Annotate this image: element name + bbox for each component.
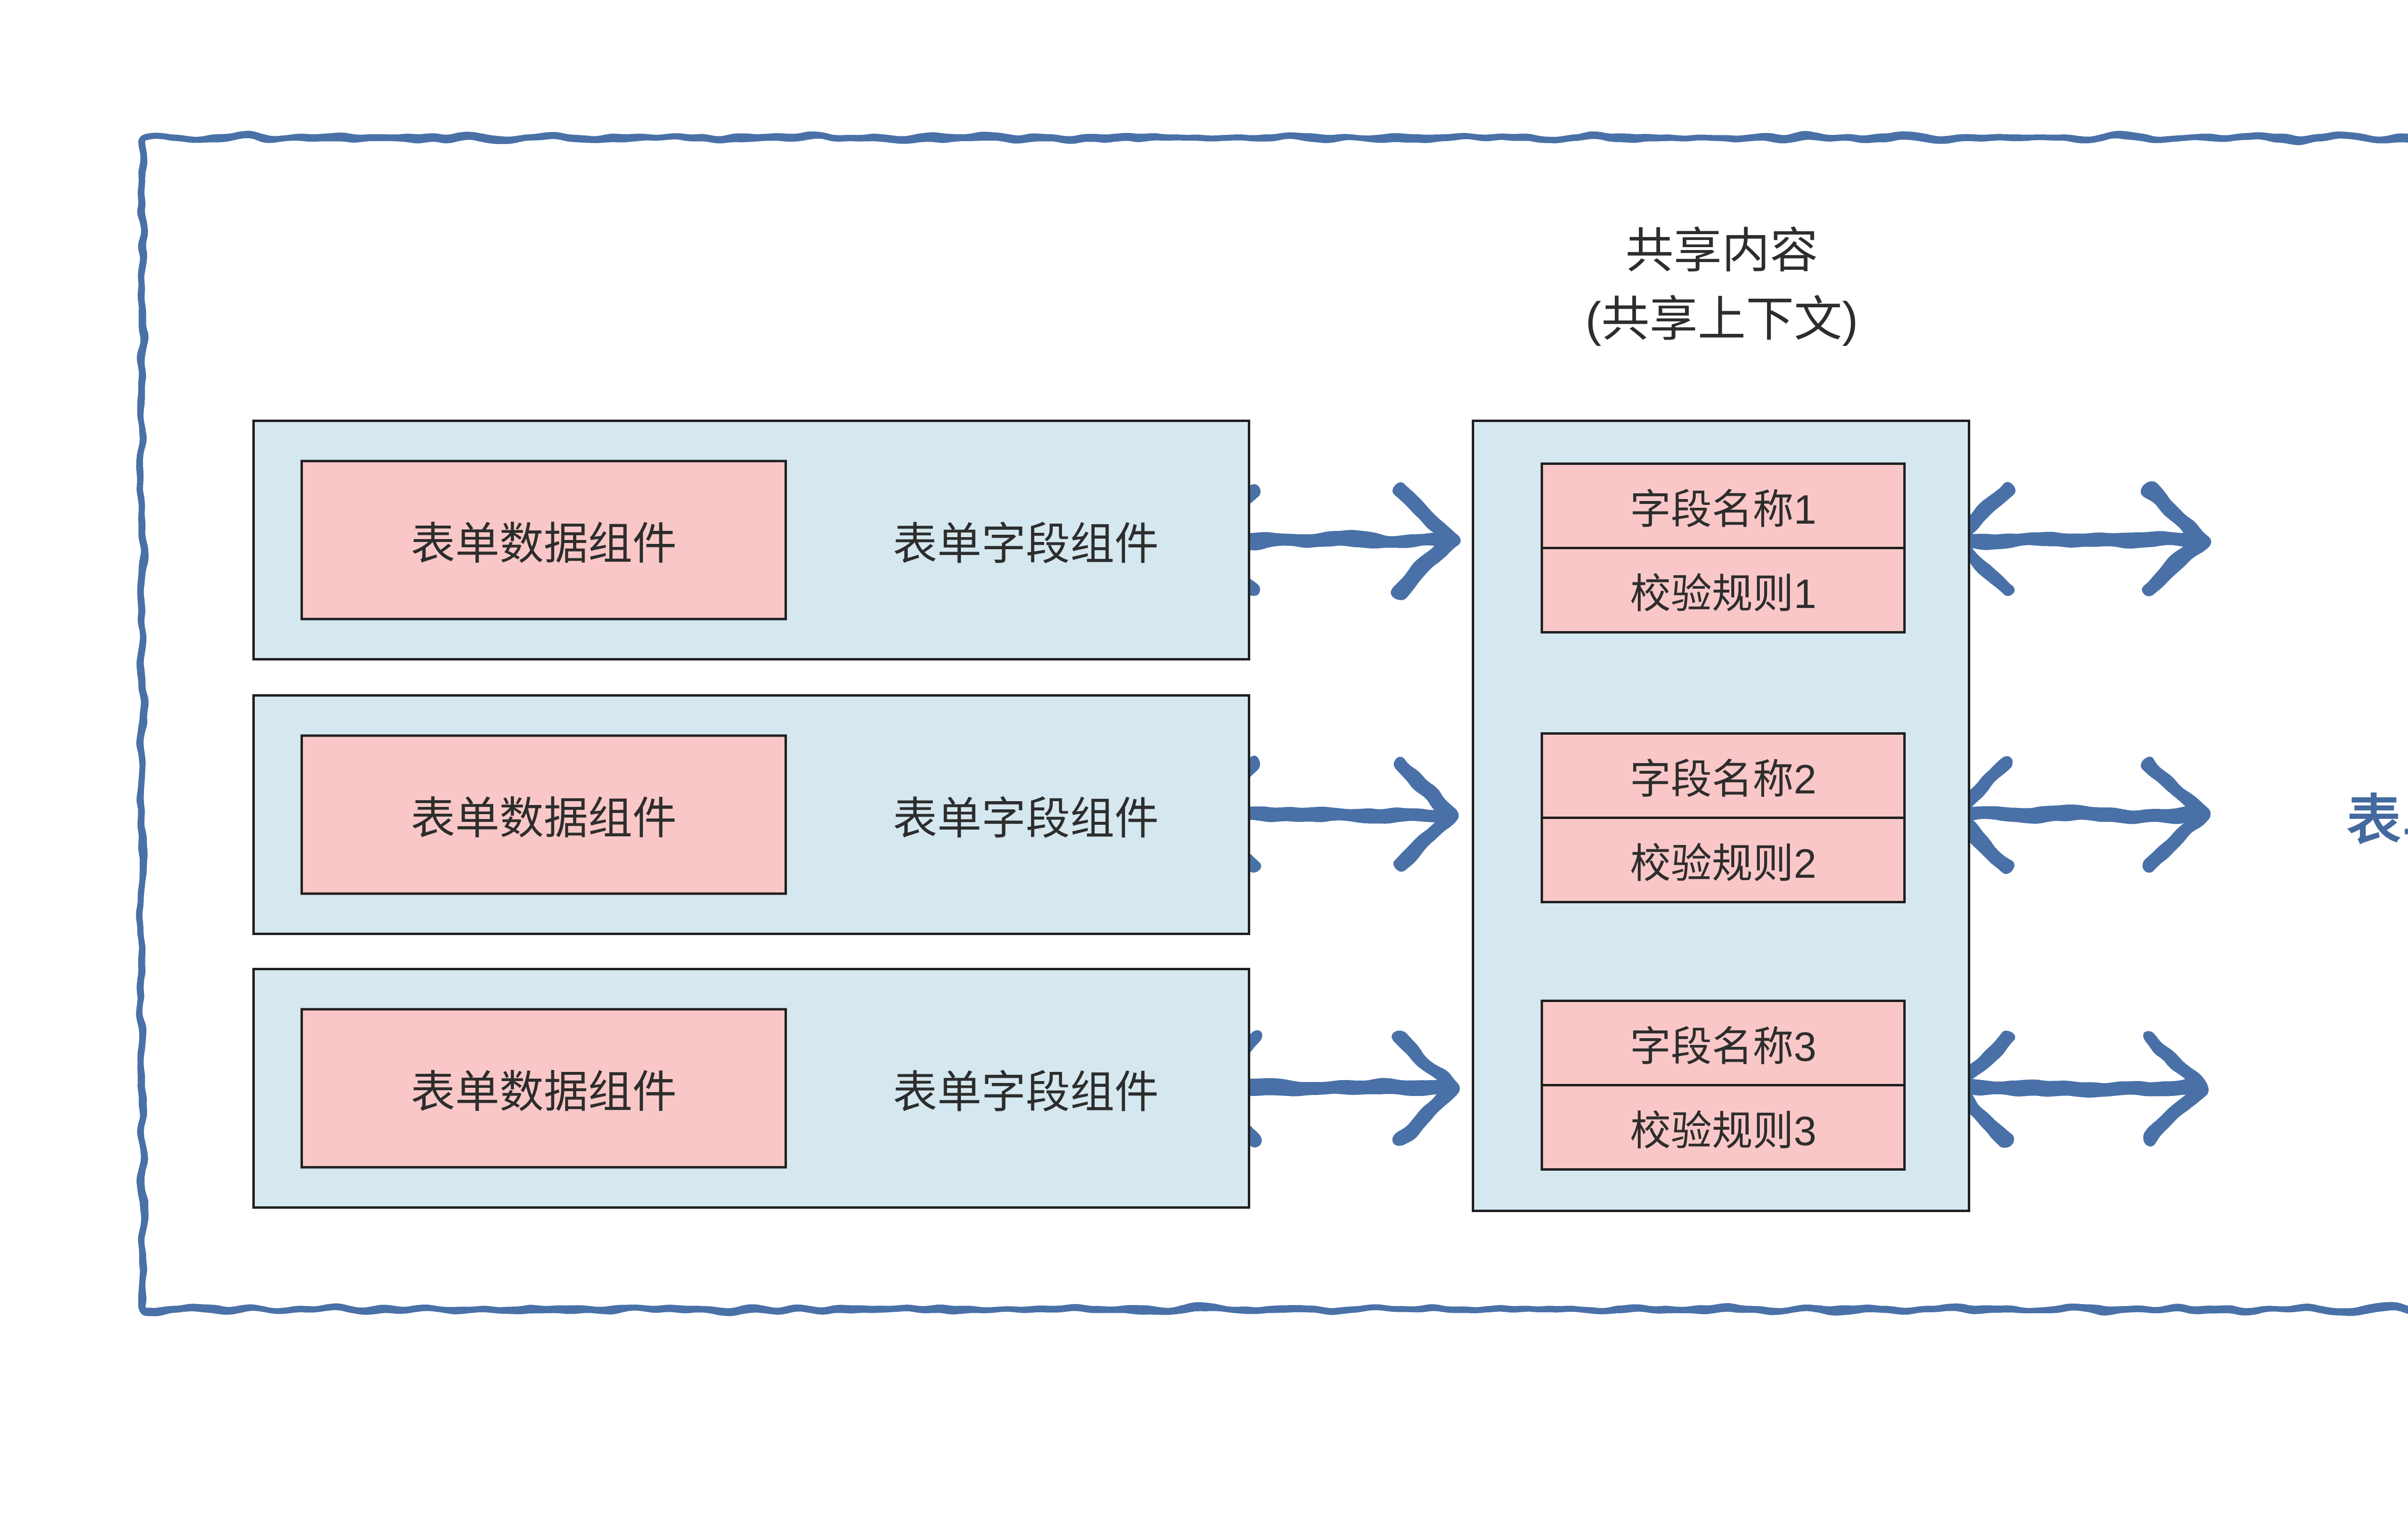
form-field-component-label: 表单字段组件 [892,794,1159,844]
form-data-component-box: 表单数据组件 [301,1008,787,1169]
field-pair-2: 字段名称2 校验规则2 [1541,732,1906,903]
form-data-component-label: 表单数据组件 [410,794,677,844]
arrow-row1-shared-to-form [1955,489,2201,591]
validation-rule-cell: 校验规则3 [1541,1084,1906,1171]
field-name-cell: 字段名称3 [1541,1000,1906,1086]
form-component-label: 表单组件 [2347,790,2408,850]
title-line2: (共享上下文) [1585,292,1858,346]
shared-context-box: 字段名称1 校验规则1 字段名称2 校验规则2 字段名称3 校验规则3 [1472,420,1970,1212]
form-field-component-label: 表单字段组件 [892,519,1159,569]
form-data-component-label: 表单数据组件 [410,1068,677,1117]
form-group-box-3: 表单数据组件 表单字段组件 [252,968,1250,1209]
validation-rule-cell: 校验规则1 [1541,547,1906,634]
form-field-component-label: 表单字段组件 [892,1068,1159,1117]
form-data-component-box: 表单数据组件 [301,460,787,620]
form-group-box-1: 表单数据组件 表单字段组件 [252,420,1250,660]
field-pair-3: 字段名称3 校验规则3 [1541,1000,1906,1171]
field-pair-1: 字段名称1 校验规则1 [1541,462,1906,634]
title-line1: 共享内容 [1625,224,1818,278]
field-name-cell: 字段名称2 [1541,732,1906,819]
arrow-row3-shared-to-form [1955,1038,2201,1139]
form-data-component-label: 表单数据组件 [410,519,677,569]
form-data-component-box: 表单数据组件 [301,734,787,895]
validation-rule-cell: 校验规则2 [1541,817,1906,903]
field-name-cell: 字段名称1 [1541,462,1906,549]
shared-context-title: 共享内容 (共享上下文) [1433,217,2011,354]
form-group-box-2: 表单数据组件 表单字段组件 [252,694,1250,935]
arrow-row2-shared-to-form [1955,764,2201,865]
